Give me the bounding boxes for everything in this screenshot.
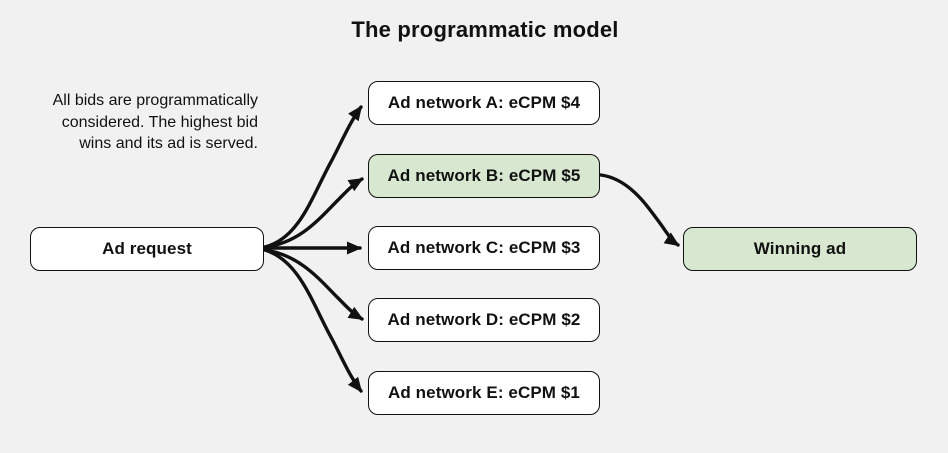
arrow-request-to-a [263,105,363,249]
ad-network-d-node: Ad network D: eCPM $2 [368,298,600,342]
winning-ad-node: Winning ad [683,227,917,271]
ad-network-d-label: Ad network D: eCPM $2 [387,310,581,329]
diagram-title: The programmatic model [351,17,619,42]
ad-network-e-node: Ad network E: eCPM $1 [368,371,600,415]
arrow-b-to-winning [599,173,680,247]
ad-request-node: Ad request [30,227,264,271]
description-line: All bids are programmatically [52,92,258,109]
winning-ad-label: Winning ad [753,239,847,258]
ad-request-label: Ad request [102,239,192,258]
description-line: wins and its ad is served. [79,135,258,152]
ad-network-e-label: Ad network E: eCPM $1 [388,383,580,402]
ad-network-b-node: Ad network B: eCPM $5 [368,154,600,198]
ad-network-a-node: Ad network A: eCPM $4 [368,81,600,125]
ad-network-a-label: Ad network A: eCPM $4 [387,93,581,112]
description-text: All bids are programmatically considered… [10,90,258,155]
arrow-request-to-b [263,177,364,249]
description-line: considered. The highest bid [61,113,258,131]
ad-network-c-node: Ad network C: eCPM $3 [368,226,600,270]
ad-network-c-label: Ad network C: eCPM $3 [387,238,581,257]
arrow-request-to-d [263,248,364,321]
ad-network-b-label: Ad network B: eCPM $5 [387,166,581,185]
arrow-request-to-e [263,248,363,393]
